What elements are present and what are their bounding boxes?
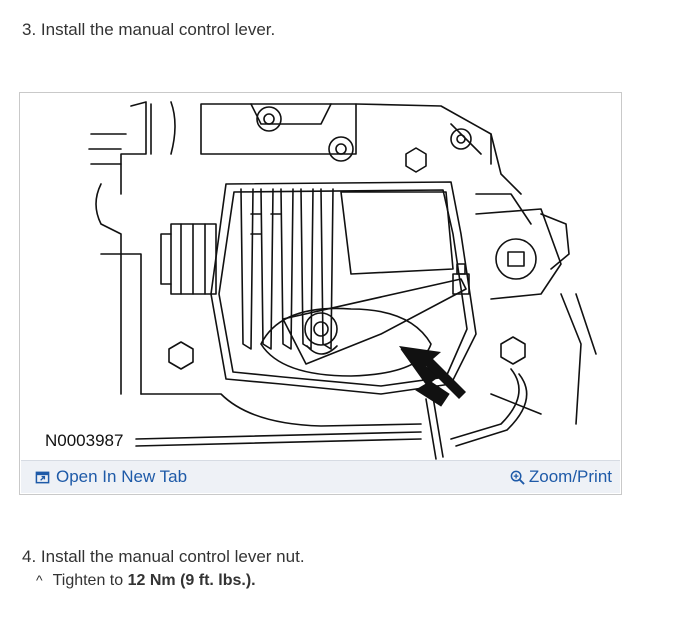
figure-action-bar: Open In New Tab Zoom/Print [21,460,620,493]
torque-spec-line: Tighten to 12 Nm (9 ft. lbs.). [53,572,256,590]
torque-prefix: Tighten to [52,572,128,589]
open-in-new-tab-link[interactable]: Open In New Tab [35,467,187,487]
torque-spec: ^ Tighten to 12 Nm (9 ft. lbs.). [36,572,256,590]
transmission-line-drawing [88,101,597,460]
open-new-tab-icon [35,471,50,483]
step-3-text: 3. Install the manual control lever. [22,20,276,39]
zoom-print-link[interactable]: Zoom/Print [510,467,612,487]
torque-value: 12 Nm (9 ft. lbs.). [127,572,256,589]
zoom-in-icon [510,470,525,485]
figure-code: N0003987 [45,431,124,450]
illustration-image: N0003987 [21,94,620,460]
bullet-caret: ^ [36,572,43,588]
zoom-print-label: Zoom/Print [528,467,612,486]
step-4-text: 4. Install the manual control lever nut. [22,547,305,566]
open-in-new-tab-label: Open In New Tab [56,467,188,486]
illustration-figure: N0003987 Open In New Tab Zoom/Print [19,92,622,495]
